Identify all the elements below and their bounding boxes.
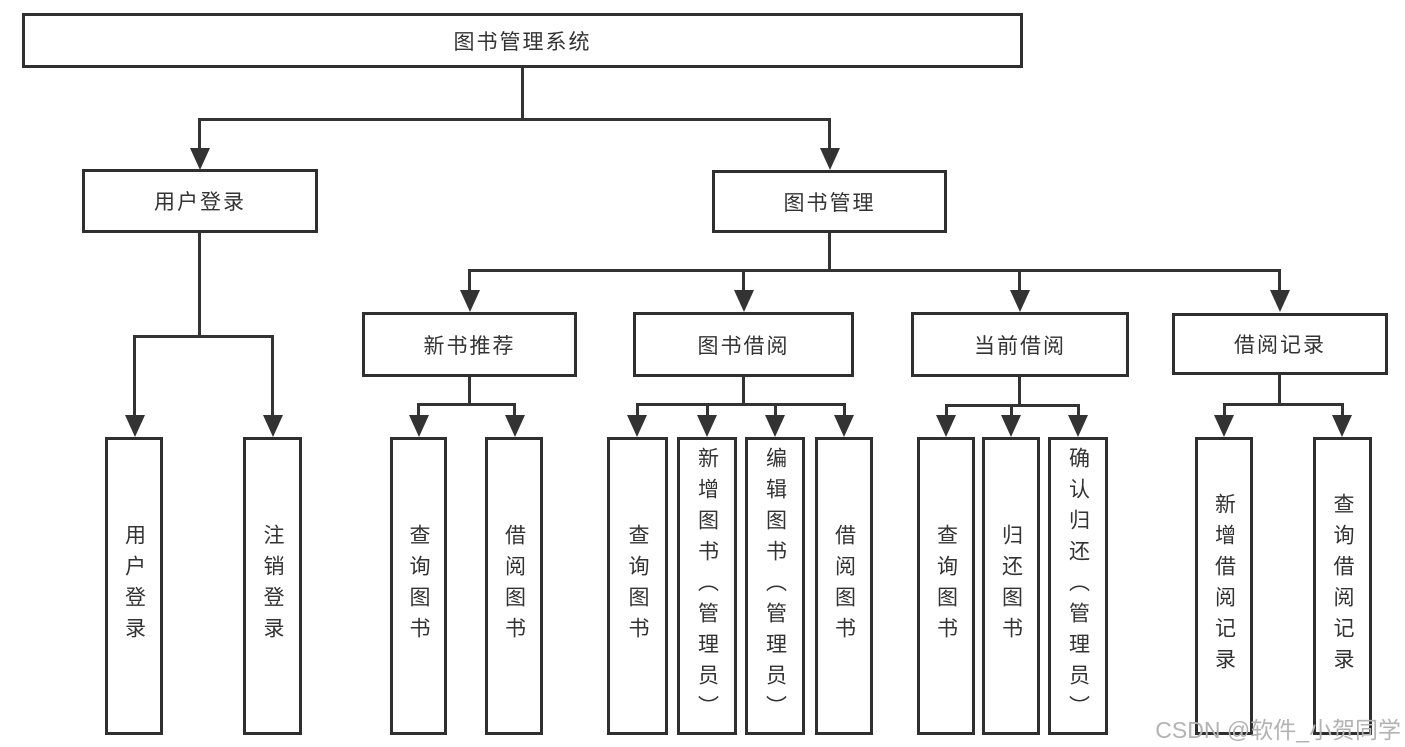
node-label: 注销登录 bbox=[261, 524, 284, 648]
connector-vline bbox=[468, 377, 471, 405]
connector-vline bbox=[198, 233, 201, 337]
connector-vline bbox=[742, 269, 745, 294]
arrow-down-icon bbox=[820, 148, 840, 170]
node-user-login: 用户登录 bbox=[82, 169, 318, 233]
leaf-borrow-books-borrow: 借阅图书 bbox=[815, 437, 873, 735]
arrow-down-icon bbox=[734, 290, 754, 312]
node-label: 图书借阅 bbox=[697, 334, 790, 358]
connector-hline bbox=[133, 335, 273, 338]
arrow-down-icon bbox=[765, 415, 785, 437]
arrow-down-icon bbox=[1332, 415, 1352, 437]
arrow-down-icon bbox=[409, 415, 429, 437]
node-label: 借阅图书 bbox=[502, 524, 526, 648]
arrow-down-icon bbox=[1214, 415, 1234, 437]
connector-vline bbox=[468, 269, 471, 294]
connector-vline bbox=[417, 403, 420, 417]
node-label: 查询图书 bbox=[407, 524, 430, 648]
connector-vline bbox=[742, 377, 745, 405]
leaf-edit-book-admin: 编辑图书（管理员） bbox=[745, 437, 805, 735]
node-label: 查询图书 bbox=[934, 524, 958, 648]
node-label: 当前借阅 bbox=[974, 334, 1066, 358]
node-label: 归还图书 bbox=[999, 524, 1023, 648]
leaf-return-book: 归还图书 bbox=[982, 437, 1040, 735]
leaf-add-book-admin: 新增图书（管理员） bbox=[677, 437, 737, 735]
arrow-down-icon bbox=[460, 290, 480, 312]
connector-vline bbox=[1010, 404, 1013, 417]
node-label: 用户登录 bbox=[122, 524, 146, 648]
arrow-down-icon bbox=[505, 415, 525, 437]
connector-hline bbox=[198, 118, 831, 121]
leaf-query-books-newbook: 查询图书 bbox=[390, 437, 447, 735]
arrow-down-icon bbox=[936, 415, 956, 437]
leaf-query-borrow-record: 查询借阅记录 bbox=[1313, 437, 1372, 735]
node-label: 用户登录 bbox=[154, 191, 246, 214]
connector-hline bbox=[468, 269, 1281, 272]
arrow-down-icon bbox=[125, 415, 145, 437]
connector-vline bbox=[1018, 269, 1021, 294]
connector-hline bbox=[417, 403, 516, 406]
arrow-down-icon bbox=[263, 415, 283, 437]
connector-vline bbox=[1341, 403, 1344, 417]
node-label: 图书管理系统 bbox=[453, 30, 592, 54]
csdn-watermark: CSDN @软件_小贺同学 bbox=[1155, 717, 1401, 743]
connector-vline bbox=[513, 403, 516, 417]
connector-vline bbox=[1278, 269, 1281, 294]
leaf-add-borrow-record: 新增借阅记录 bbox=[1195, 437, 1253, 735]
node-label: 查询借阅记录 bbox=[1331, 493, 1354, 679]
connector-vline bbox=[774, 403, 777, 417]
node-current-borrowing: 当前借阅 bbox=[911, 312, 1129, 377]
connector-vline bbox=[945, 404, 948, 417]
arrow-down-icon bbox=[834, 415, 854, 437]
node-label: 新增图书（管理员） bbox=[695, 446, 719, 726]
arrow-down-icon bbox=[1001, 415, 1021, 437]
node-label: 查询图书 bbox=[626, 524, 649, 648]
connector-vline bbox=[828, 118, 831, 152]
node-root-system: 图书管理系统 bbox=[22, 13, 1023, 68]
connector-vline bbox=[1077, 404, 1080, 417]
leaf-confirm-return-admin: 确认归还（管理员） bbox=[1048, 437, 1108, 735]
node-label: 图书管理 bbox=[783, 191, 876, 215]
connector-vline bbox=[706, 403, 709, 417]
leaf-logout-login: 注销登录 bbox=[243, 437, 302, 735]
arrow-down-icon bbox=[1068, 415, 1088, 437]
connector-vline bbox=[636, 403, 639, 417]
connector-vline bbox=[198, 118, 201, 152]
node-label: 借阅图书 bbox=[832, 524, 856, 648]
leaf-query-books-borrow: 查询图书 bbox=[607, 437, 668, 735]
node-label: 借阅记录 bbox=[1234, 334, 1326, 357]
leaf-query-books-current: 查询图书 bbox=[917, 437, 975, 735]
arrow-down-icon bbox=[190, 148, 210, 170]
node-label: 确认归还（管理员） bbox=[1066, 446, 1090, 726]
arrow-down-icon bbox=[697, 415, 717, 437]
connector-vline bbox=[133, 335, 136, 417]
connector-vline bbox=[843, 403, 846, 417]
arrow-down-icon bbox=[1270, 290, 1290, 312]
node-book-borrowing: 图书借阅 bbox=[633, 312, 854, 377]
connector-vline bbox=[521, 68, 524, 121]
leaf-user-login: 用户登录 bbox=[105, 437, 163, 735]
connector-vline bbox=[828, 233, 831, 272]
connector-hline bbox=[636, 403, 844, 406]
node-label: 编辑图书（管理员） bbox=[763, 446, 787, 726]
leaf-borrow-books-newbook: 借阅图书 bbox=[485, 437, 543, 735]
connector-vline bbox=[271, 335, 274, 417]
connector-vline bbox=[1223, 403, 1226, 417]
arrow-down-icon bbox=[627, 415, 647, 437]
connector-vline bbox=[1018, 377, 1021, 407]
arrow-down-icon bbox=[1010, 290, 1030, 312]
node-label: 新书推荐 bbox=[423, 334, 516, 358]
connector-hline bbox=[1223, 403, 1343, 406]
node-label: 新增借阅记录 bbox=[1212, 493, 1236, 679]
connector-vline bbox=[1278, 375, 1281, 405]
node-borrowing-records: 借阅记录 bbox=[1172, 313, 1388, 375]
node-new-book-recommend: 新书推荐 bbox=[362, 312, 577, 377]
node-book-management: 图书管理 bbox=[712, 170, 947, 233]
